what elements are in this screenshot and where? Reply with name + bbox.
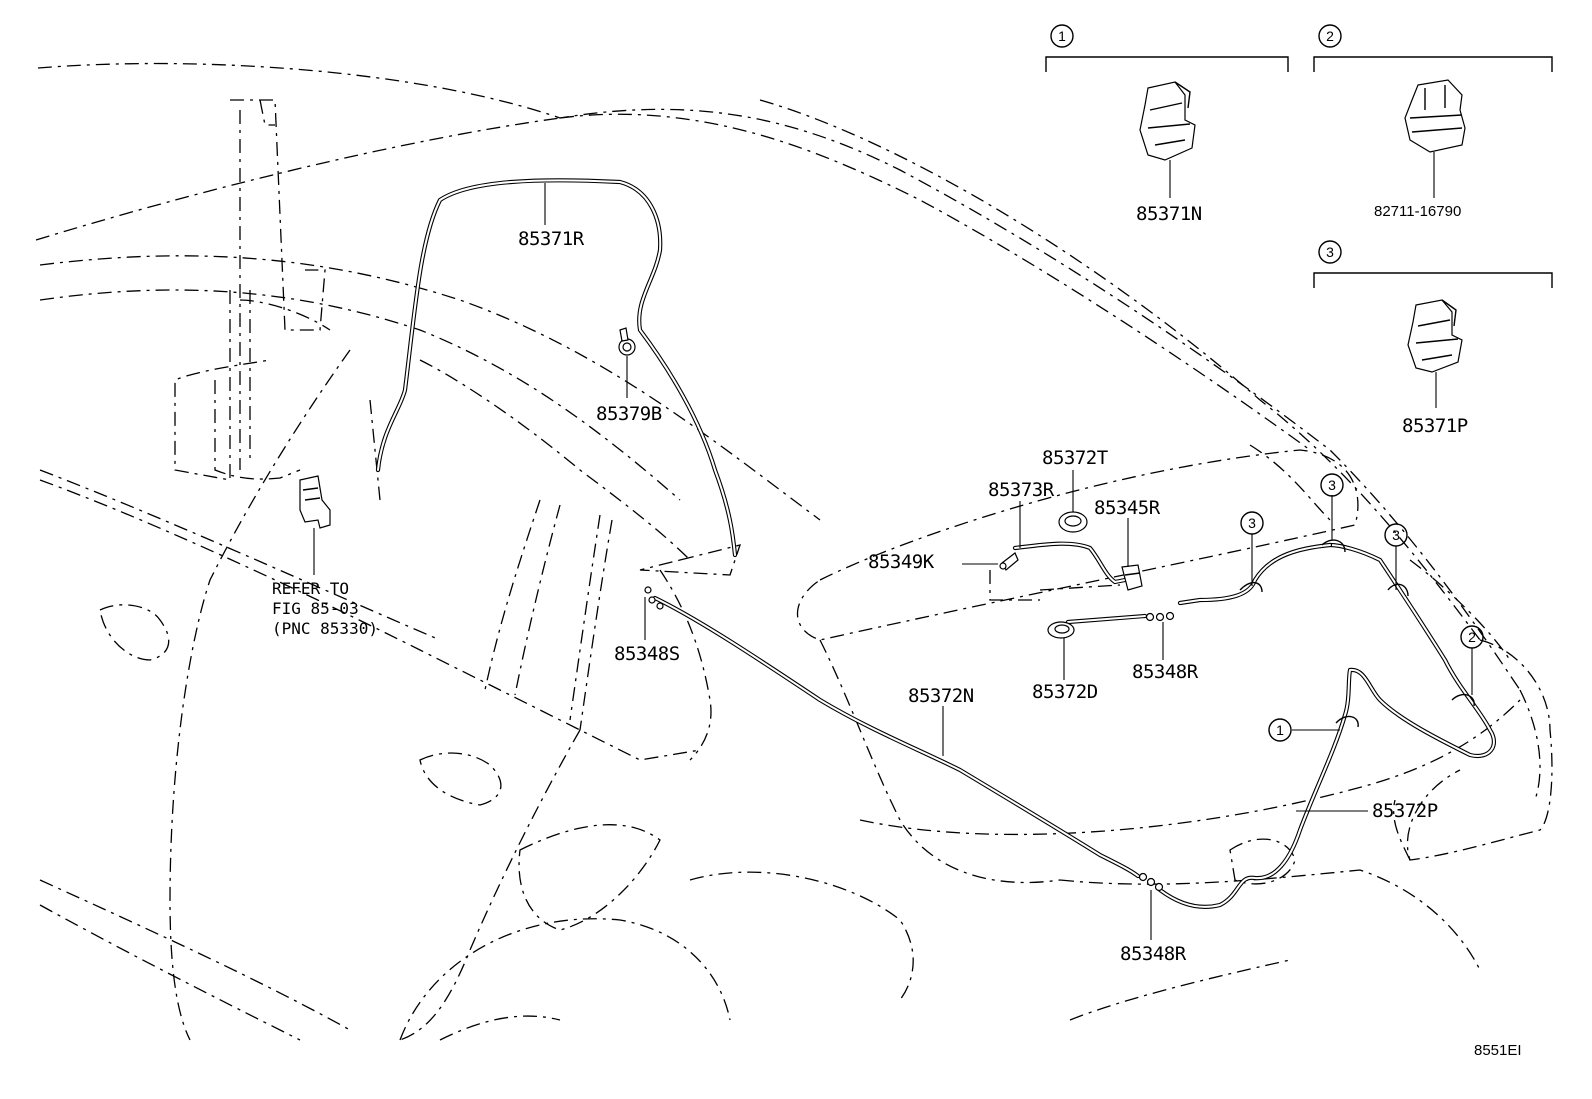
svg-text:1: 1 — [1058, 28, 1066, 44]
label-85373R: 85373R — [988, 479, 1055, 501]
nozzle-85372T — [1058, 511, 1088, 533]
leader-lines — [313, 183, 1473, 940]
callout-3c: 3 — [1384, 523, 1408, 547]
svg-text:2: 2 — [1468, 629, 1476, 645]
connector-85348R-upper — [1145, 611, 1175, 622]
washer-hoses — [375, 178, 1496, 909]
svg-text:85371P: 85371P — [1402, 415, 1468, 437]
label-85349K: 85349K — [868, 551, 935, 573]
label-85348S: 85348S — [614, 643, 680, 665]
part-labels: 85371R 85379B 85372T 85373R 85345R 85349… — [518, 228, 1438, 965]
clip-inset-3: 3 85371P — [1313, 240, 1553, 437]
drawing-code: 8551EI — [1474, 1042, 1522, 1059]
joint-85349K — [999, 552, 1019, 571]
label-85372P: 85372P — [1372, 800, 1438, 822]
svg-text:REFER TO: REFER TO — [272, 579, 349, 598]
label-85345R: 85345R — [1094, 497, 1161, 519]
nozzle-85372D — [1047, 621, 1075, 639]
callout-2: 2 — [1460, 625, 1484, 649]
svg-text:(PNC 85330): (PNC 85330) — [272, 619, 378, 638]
svg-text:3: 3 — [1392, 527, 1400, 543]
hose-clips — [1239, 539, 1475, 728]
callout-1: 1 — [1268, 718, 1292, 742]
callout-3a: 3 — [1240, 511, 1264, 535]
svg-text:85371N: 85371N — [1136, 203, 1202, 225]
vehicle-body-outline — [35, 62, 1553, 1041]
label-85372N: 85372N — [908, 685, 974, 707]
svg-text:3: 3 — [1326, 244, 1334, 260]
clip-82711-16790-drawing — [1404, 79, 1466, 153]
svg-text:3: 3 — [1248, 515, 1256, 531]
svg-text:82711-16790: 82711-16790 — [1374, 203, 1461, 220]
washer-reservoir-pump — [299, 475, 331, 529]
clip-85371N-drawing — [1139, 81, 1196, 161]
label-85372D: 85372D — [1032, 681, 1098, 703]
connector-85348S — [644, 586, 664, 610]
reference-note: REFER TO FIG 85-03 (PNC 85330) — [272, 579, 378, 638]
svg-text:FIG 85-03: FIG 85-03 — [272, 599, 359, 618]
connector-85348R-lower — [1138, 872, 1164, 892]
check-valve-85345R — [1121, 564, 1143, 591]
svg-text:3: 3 — [1328, 477, 1336, 493]
label-85348R-upper: 85348R — [1132, 661, 1199, 683]
callout-3b: 3 — [1320, 473, 1344, 497]
clip-85371P-drawing — [1407, 299, 1463, 373]
label-85372T: 85372T — [1042, 447, 1108, 469]
label-85348R-lower: 85348R — [1120, 943, 1187, 965]
clip-inset-2: 2 82711-16790 — [1313, 24, 1553, 220]
label-85379B: 85379B — [596, 403, 662, 425]
svg-text:2: 2 — [1326, 28, 1334, 44]
svg-text:1: 1 — [1276, 722, 1284, 738]
grommet-85379B — [618, 327, 636, 356]
label-85371R: 85371R — [518, 228, 585, 250]
clip-inset-1: 1 85371N — [1045, 24, 1289, 225]
